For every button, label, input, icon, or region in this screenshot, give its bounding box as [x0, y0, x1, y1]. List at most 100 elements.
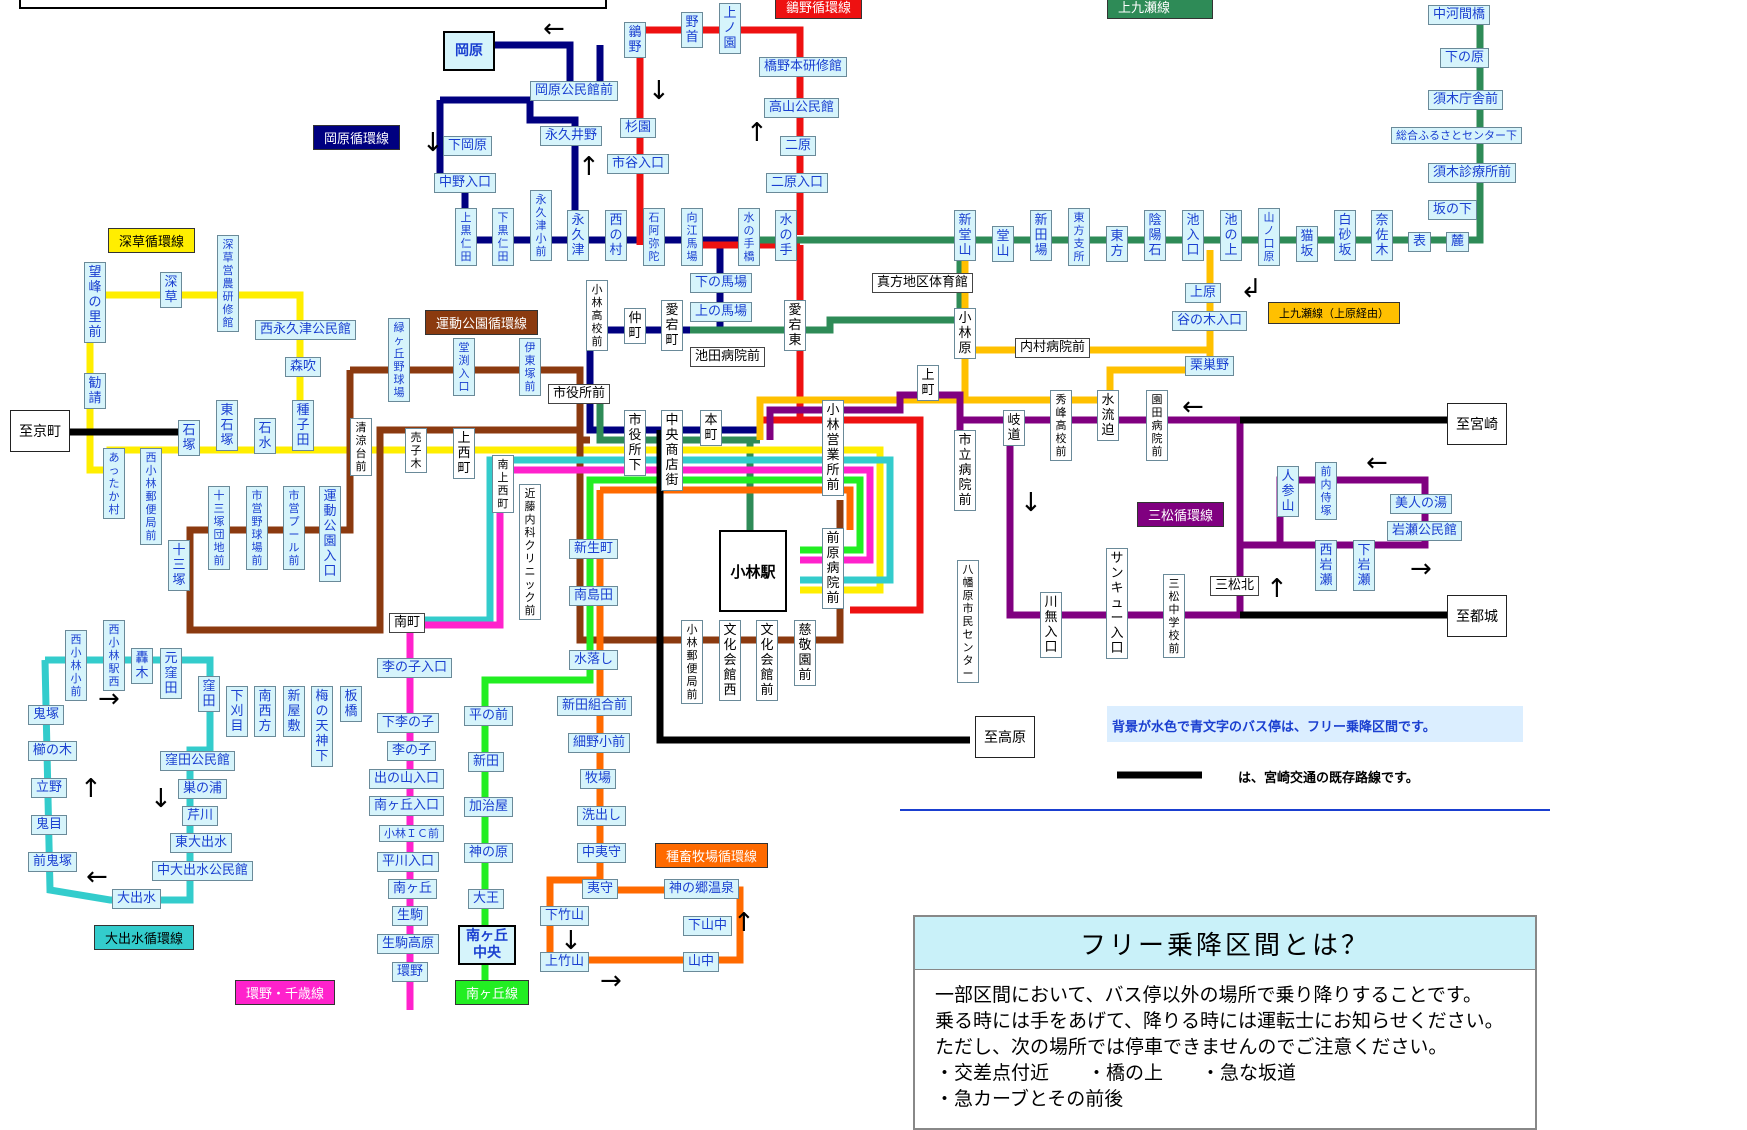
- stop-minamigaoka-iriguchi[interactable]: 南ヶ丘入口: [369, 796, 445, 816]
- stop-fukakusa[interactable]: 深草: [160, 272, 182, 308]
- stop-mimatsu-chu[interactable]: 三松中学校前: [1163, 574, 1185, 658]
- stop-ichitaniiriguchi[interactable]: 市谷入口: [607, 154, 670, 174]
- stop-nasaki[interactable]: 奈佐木: [1371, 210, 1393, 261]
- stop-nekosaka[interactable]: 猫坂: [1296, 226, 1318, 262]
- stop-itabashi[interactable]: 板橋: [340, 686, 362, 722]
- stop-hosono-sho[interactable]: 細野小前: [568, 733, 631, 753]
- stop-todoroki[interactable]: 轟木: [131, 648, 153, 684]
- stop-shimokuroniita[interactable]: 下黒仁田: [492, 208, 514, 266]
- stop-kanjo[interactable]: 勧請: [84, 373, 106, 409]
- stop-minamijima[interactable]: 南島田: [569, 586, 619, 606]
- kobayashi-station[interactable]: 小林駅: [719, 530, 787, 612]
- stop-kobayashi-ic[interactable]: 小林ＩＣ前: [379, 825, 444, 842]
- stop-omote[interactable]: 表: [1408, 232, 1432, 252]
- stop-suno-ura[interactable]: 巣の浦: [178, 779, 228, 799]
- stop-nihara[interactable]: 二原: [780, 136, 817, 156]
- stop-shinyashiki[interactable]: 新屋敷: [283, 686, 305, 737]
- stop-bunka-nishi[interactable]: 文化会館西: [719, 620, 741, 701]
- stop-umenotenjin[interactable]: 梅の天神下: [311, 686, 333, 767]
- stop-sugizono[interactable]: 杉園: [620, 118, 657, 138]
- stop-higashi-ishizuka[interactable]: 東石塚: [216, 400, 238, 451]
- stop-higashikata[interactable]: 東方: [1106, 226, 1128, 262]
- stop-kubota-kominkan[interactable]: 窪田公民館: [160, 751, 236, 771]
- stop-sankyu-iriguchi[interactable]: サンキュー入口: [1106, 548, 1128, 659]
- stop-kajiya[interactable]: 加治屋: [464, 797, 514, 817]
- stop-yamanokuchi[interactable]: 山ノ口原: [1258, 208, 1280, 266]
- stop-iwase-kominkan[interactable]: 岩瀬公民館: [1387, 521, 1463, 541]
- stop-minamikami-nishi[interactable]: 南上西町: [492, 455, 514, 513]
- stop-shimotakeyama[interactable]: 下竹山: [540, 906, 590, 926]
- stop-nakaebisu[interactable]: 中夷守: [577, 843, 627, 863]
- stop-bunka-mae[interactable]: 文化会館前: [756, 620, 778, 701]
- stop-suki-chosha[interactable]: 須木庁舎前: [1428, 90, 1504, 110]
- stop-mukaebaba[interactable]: 向江馬場: [681, 208, 703, 266]
- stop-kanno[interactable]: 環野: [392, 962, 429, 982]
- stop-ebisu[interactable]: 夷守: [582, 879, 619, 899]
- stop-shimoiwase[interactable]: 下岩瀬: [1353, 540, 1375, 591]
- stop-shiyakusho-mae[interactable]: 市役所前: [548, 384, 611, 404]
- stop-noshu[interactable]: 野首: [681, 12, 703, 48]
- stop-oideme[interactable]: 大出水: [112, 889, 162, 909]
- stop-dobuchi[interactable]: 堂渕入口: [453, 338, 475, 396]
- stop-ike-no-ue[interactable]: 池の上: [1220, 210, 1242, 261]
- stop-fukakusa-nokenshukan[interactable]: 深草営農研修館: [217, 235, 239, 332]
- stop-eikyuinoya[interactable]: 永久井野: [540, 126, 603, 146]
- stop-shinden-kumiai[interactable]: 新田組合前: [557, 696, 633, 716]
- stop-mizunote[interactable]: 水の手: [775, 210, 797, 261]
- stop-nishikobayashi-sho[interactable]: 西小林小前: [65, 630, 87, 701]
- stop-kamikuroniita[interactable]: 上黒仁田: [455, 208, 477, 266]
- stop-itosuka[interactable]: 伊東塚前: [519, 338, 541, 396]
- stop-hirakawa-iriguchi[interactable]: 平川入口: [377, 852, 440, 872]
- stop-denoyama-iriguchi[interactable]: 出の山入口: [369, 769, 445, 789]
- stop-aitakihigashi[interactable]: 愛宕東: [784, 300, 806, 351]
- stop-mizuochi[interactable]: 水落し: [569, 650, 619, 670]
- stop-shimosumomonoko[interactable]: 下李の子: [377, 713, 440, 733]
- stop-nishikobayashi-yubin[interactable]: 西小林郵便局前: [140, 448, 162, 545]
- stop-shimonohara[interactable]: 下の原: [1440, 48, 1490, 68]
- stop-ichiei-yakyujo[interactable]: 市営野球場前: [246, 486, 268, 570]
- stop-nakamachi[interactable]: 仲町: [624, 308, 646, 344]
- stop-makiba[interactable]: 牧場: [580, 769, 617, 789]
- stop-sumomonoko-iriguchi[interactable]: 李の子入口: [377, 658, 453, 678]
- stop-hidemine-koko[interactable]: 秀峰高校前: [1050, 390, 1072, 461]
- stop-shiritsu-byoin[interactable]: 市立病院前: [954, 430, 976, 511]
- stop-sonoda-byoin[interactable]: 園田病院前: [1146, 390, 1168, 461]
- stop-mimatsukita[interactable]: 三松北: [1210, 576, 1260, 596]
- stop-ishimizu[interactable]: 石水: [254, 418, 276, 454]
- stop-jusanzuka[interactable]: 十三塚: [168, 540, 190, 591]
- stop-maehara-byoin[interactable]: 前原病院前: [822, 528, 844, 609]
- stop-kamihara[interactable]: 上原: [1185, 283, 1222, 303]
- stop-minamigaoka[interactable]: 南ヶ丘: [388, 879, 438, 899]
- stop-sogo-furusato[interactable]: 総合ふるさとセンター下: [1391, 127, 1522, 144]
- stop-ike-iriguchi[interactable]: 池入口: [1182, 210, 1204, 261]
- stop-yubinkyoku[interactable]: 小林郵便局前: [681, 620, 703, 704]
- terminal-miyazaki[interactable]: 至宮崎: [1447, 403, 1507, 445]
- stop-seiryodai[interactable]: 清涼台前: [350, 418, 372, 476]
- stop-okahara[interactable]: 岡原: [443, 31, 495, 71]
- stop-shinta-ba[interactable]: 新田場: [1030, 210, 1052, 261]
- stop-nakakawamabashi[interactable]: 中河間橋: [1428, 5, 1491, 25]
- stop-kamimachi[interactable]: 上町: [917, 365, 939, 401]
- stop-suki-shinryojo[interactable]: 須木診療所前: [1428, 163, 1517, 183]
- stop-shinden[interactable]: 新田: [468, 752, 505, 772]
- stop-takayama-kominkan[interactable]: 高山公民館: [764, 98, 840, 118]
- stop-onizuka[interactable]: 鬼塚: [28, 705, 65, 725]
- stop-onime[interactable]: 鬼目: [31, 815, 68, 835]
- stop-nakanoiriguchi[interactable]: 中野入口: [434, 173, 497, 193]
- stop-shinddoyama[interactable]: 新堂山: [954, 210, 976, 261]
- stop-nishikobayashi-eki[interactable]: 西小林駅西: [103, 620, 125, 691]
- terminal-takaharu[interactable]: 至高原: [975, 716, 1035, 758]
- stop-kageyoshi[interactable]: 陰陽石: [1144, 210, 1166, 261]
- stop-eigyosho[interactable]: 小林営業所前: [822, 400, 844, 496]
- stop-shinsei-cho[interactable]: 新生町: [569, 539, 619, 559]
- stop-maeonizuka[interactable]: 前鬼塚: [28, 852, 78, 872]
- stop-uchimura-byoin[interactable]: 内村病院前: [1015, 338, 1091, 358]
- stop-midorigaoka[interactable]: 緑ヶ丘野球場: [388, 318, 410, 402]
- stop-kawanashi-iriguchi[interactable]: 川無入口: [1040, 592, 1062, 658]
- stop-kondo-clinic[interactable]: 近藤内科クリニック前: [519, 484, 541, 620]
- stop-kaminishi[interactable]: 上西町: [453, 428, 475, 479]
- terminal-miyakonojo[interactable]: 至都城: [1447, 595, 1507, 637]
- stop-fumoto[interactable]: 麓: [1446, 232, 1470, 252]
- stop-tateno[interactable]: 立野: [31, 778, 68, 798]
- stop-minaminishikata[interactable]: 南西方: [254, 686, 276, 737]
